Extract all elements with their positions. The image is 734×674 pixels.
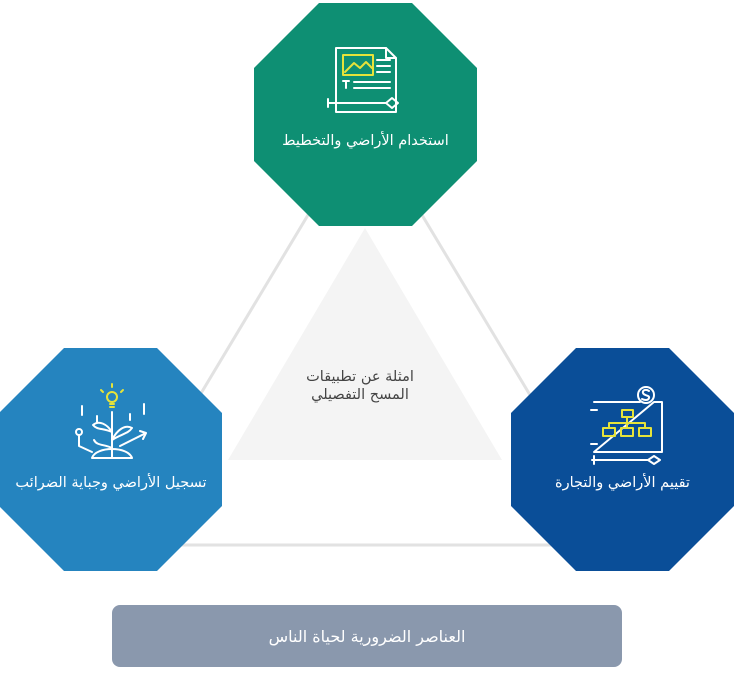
map-document-icon [327, 47, 399, 113]
center-label-line1: امثلة عن تطبيقات [306, 369, 414, 385]
center-label-line2: المسح التفصيلي [311, 387, 409, 404]
node-label-top: استخدام الأراضي والتخطيط [282, 133, 449, 149]
node-label-left: تسجيل الأراضي وجباية الضرائب [15, 475, 207, 491]
bottom-banner: العناصر الضرورية لحياة الناس [112, 605, 622, 667]
valuation-chart-icon [590, 386, 663, 465]
center-triangle [228, 228, 502, 460]
node-label-right: تقييم الأراضي والتجارة [555, 475, 690, 491]
growth-plant-icon [75, 383, 147, 459]
octagon-left [0, 348, 222, 571]
bottom-banner-label: العناصر الضرورية لحياة الناس [268, 626, 466, 646]
center-label: امثلة عن تطبيقات المسح التفصيلي [265, 368, 455, 404]
octagon-top [254, 3, 477, 226]
